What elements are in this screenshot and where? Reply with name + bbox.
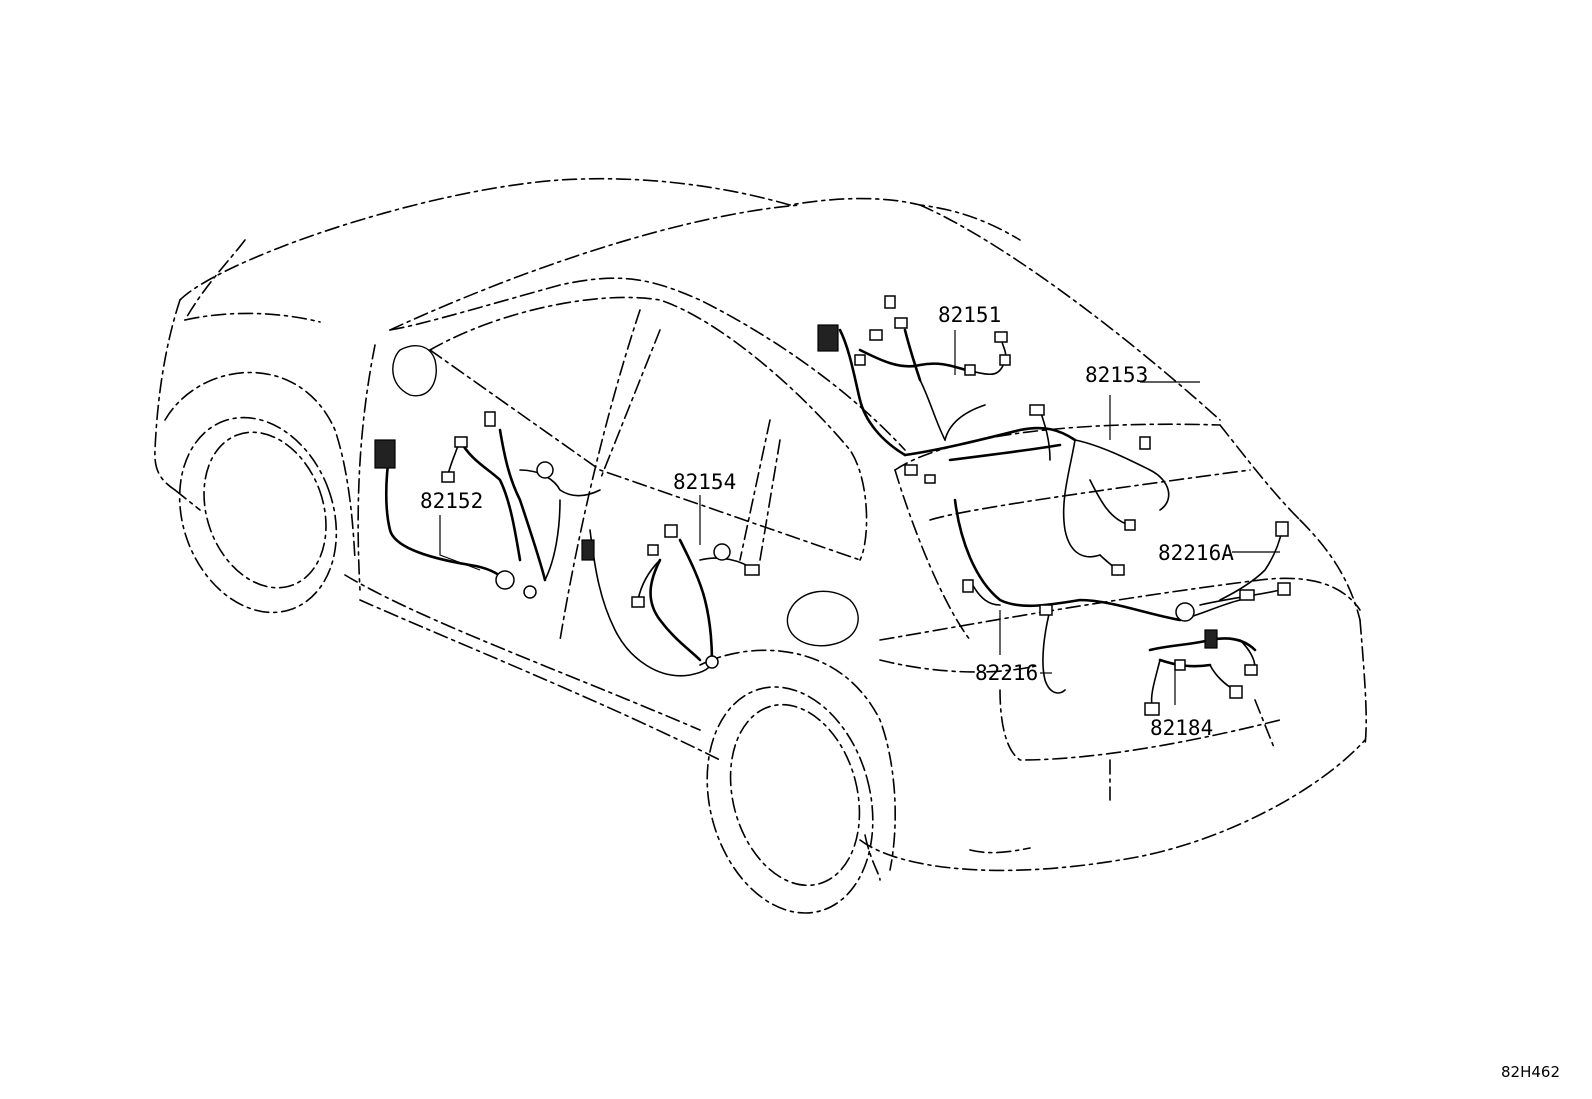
label-82151: 82151 bbox=[938, 303, 1001, 327]
label-82153: 82153 bbox=[1085, 363, 1148, 387]
car-body-outline bbox=[154, 177, 1367, 914]
label-82216: 82216 bbox=[975, 661, 1038, 685]
harness-82151 bbox=[817, 295, 1011, 457]
label-82152: 82152 bbox=[420, 489, 483, 513]
harness-82184 bbox=[1144, 629, 1258, 716]
label-82154: 82154 bbox=[673, 470, 736, 494]
harness-82152 bbox=[374, 411, 601, 599]
diagram-code: 82H462 bbox=[1501, 1063, 1560, 1081]
harness-82153 bbox=[903, 404, 1170, 576]
leader-lines bbox=[439, 330, 1280, 705]
part-labels: 82151 82152 82153 82154 82216A 82216 821… bbox=[420, 303, 1234, 740]
label-82216A: 82216A bbox=[1158, 541, 1234, 565]
label-82184: 82184 bbox=[1150, 716, 1213, 740]
harness-82216 bbox=[953, 498, 1241, 694]
harness-82154 bbox=[581, 524, 760, 677]
harness-82216A bbox=[1199, 521, 1291, 606]
